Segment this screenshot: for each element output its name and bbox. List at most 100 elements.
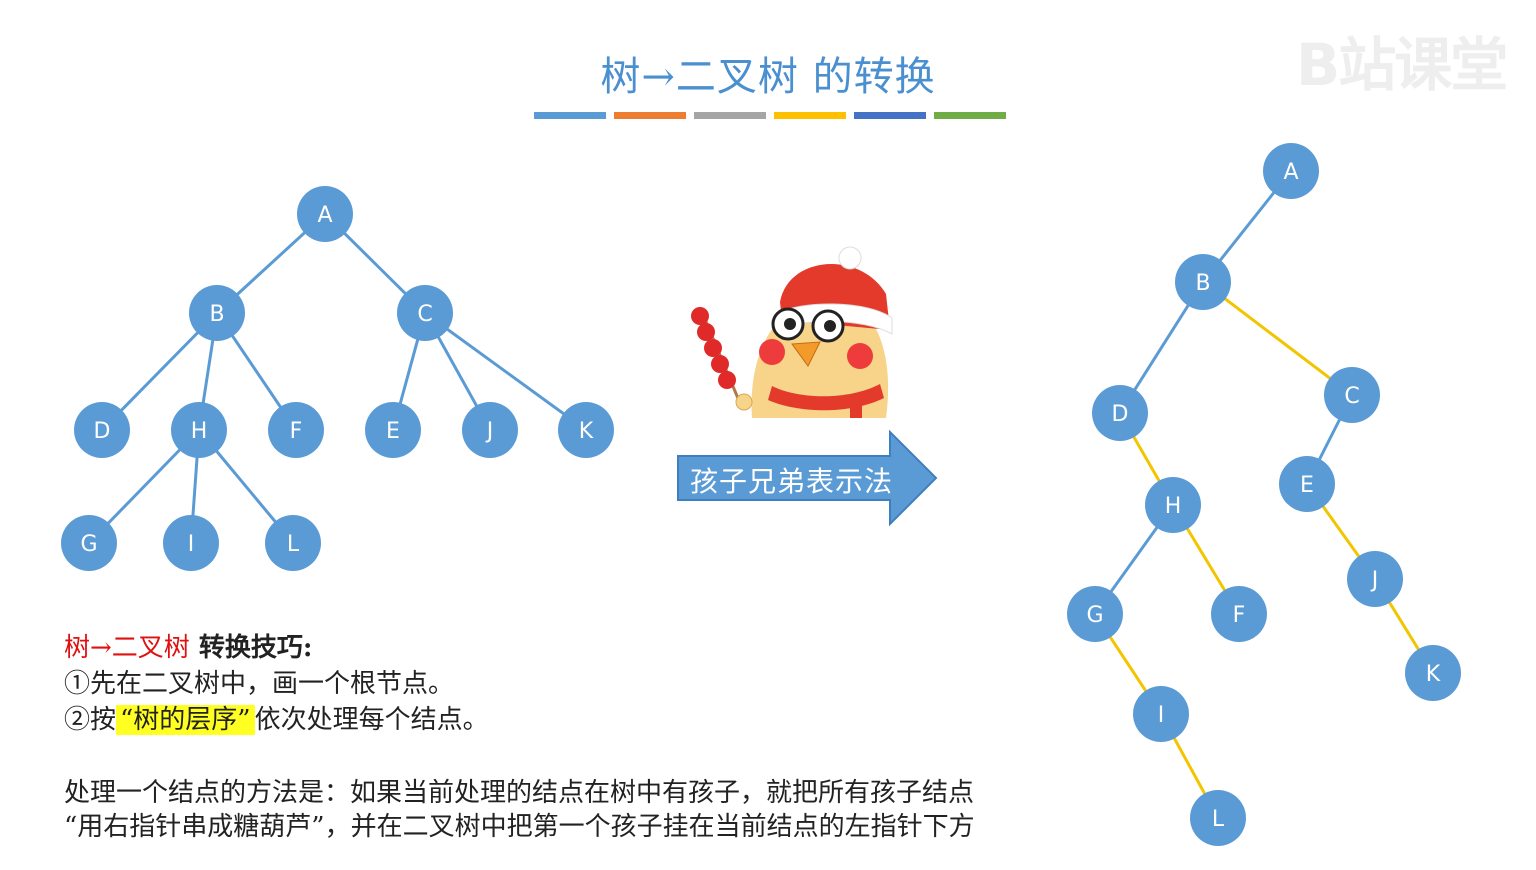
tips-step-2-highlight: “树的层序”	[116, 705, 255, 735]
binary-node-k: K	[1405, 645, 1461, 701]
node-circle	[1263, 143, 1319, 199]
tree-node-i: I	[163, 515, 219, 571]
node-circle	[1145, 477, 1201, 533]
tips-step-2: ②按“树的层序”依次处理每个结点。	[64, 702, 489, 738]
tree-node-f: F	[268, 402, 324, 458]
node-label: D	[1112, 402, 1129, 427]
watermark: B站课堂	[1296, 31, 1508, 99]
tree-node-a: A	[297, 186, 353, 242]
binary-node-f: F	[1211, 586, 1267, 642]
method-line-1: 处理一个结点的方法是：如果当前处理的结点在树中有孩子，就把所有孩子结点	[64, 778, 975, 808]
node-circle	[74, 402, 130, 458]
tree-node-b: B	[189, 285, 245, 341]
node-circle	[1175, 254, 1231, 310]
node-circle	[1405, 645, 1461, 701]
title-underline-bar	[614, 112, 686, 119]
node-circle	[1092, 385, 1148, 441]
node-label: G	[80, 532, 97, 557]
tree-node-c: C	[397, 285, 453, 341]
node-label: B	[1195, 271, 1210, 296]
node-label: B	[209, 302, 224, 327]
binary-node-c: C	[1324, 367, 1380, 423]
binary-node-i: I	[1133, 686, 1189, 742]
tips-heading-rest: 转换技巧:	[189, 633, 313, 663]
binary-node-a: A	[1263, 143, 1319, 199]
node-label: E	[1300, 473, 1314, 498]
tree-node-e: E	[365, 402, 421, 458]
node-circle	[1211, 586, 1267, 642]
node-circle	[1133, 686, 1189, 742]
title-underline-bar	[854, 112, 926, 119]
node-circle	[171, 402, 227, 458]
node-circle	[365, 402, 421, 458]
binary-node-b: B	[1175, 254, 1231, 310]
tree-node-d: D	[74, 402, 130, 458]
node-circle	[268, 402, 324, 458]
method-line-2: “用右指针串成糖葫芦”，并在二叉树中把第一个孩子挂在当前结点的左指针下方	[64, 812, 975, 842]
original-tree-edges	[87, 212, 587, 545]
node-label: J	[485, 419, 494, 444]
tree-node-k: K	[558, 402, 614, 458]
node-label: E	[386, 419, 400, 444]
node-circle	[61, 515, 117, 571]
node-label: I	[1158, 703, 1165, 728]
tips-heading: 树→二叉树 转换技巧:	[64, 630, 489, 666]
node-label: L	[1212, 807, 1225, 832]
node-label: H	[191, 419, 208, 444]
tips-heading-red: 树→二叉树	[64, 633, 190, 663]
title-underline-bar	[934, 112, 1006, 119]
binary-node-d: D	[1092, 385, 1148, 441]
title-underline-bar	[774, 112, 846, 119]
right-sibling-edge-b-c	[1202, 280, 1353, 397]
binary-node-j: J	[1347, 551, 1403, 607]
node-circle	[462, 402, 518, 458]
title-underline-bar	[694, 112, 766, 119]
tips-step-2-prefix: ②按	[64, 705, 117, 735]
node-label: F	[1233, 603, 1246, 628]
node-label: G	[1086, 603, 1103, 628]
tree-node-h: H	[171, 402, 227, 458]
node-circle	[1324, 367, 1380, 423]
node-label: A	[317, 203, 332, 228]
tree-node-l: L	[265, 515, 321, 571]
binary-node-l: L	[1190, 790, 1246, 846]
node-label: I	[188, 532, 195, 557]
node-label: C	[417, 302, 432, 327]
node-label: L	[287, 532, 300, 557]
node-circle	[397, 285, 453, 341]
node-circle	[1347, 551, 1403, 607]
title-underline-bar	[534, 112, 606, 119]
node-label: F	[290, 419, 303, 444]
node-circle	[1279, 456, 1335, 512]
node-circle	[265, 515, 321, 571]
tips-step-1: ①先在二叉树中，画一个根节点。	[64, 669, 455, 699]
conversion-tips: 树→二叉树 转换技巧: ①先在二叉树中，画一个根节点。 ②按“树的层序”依次处理…	[64, 630, 489, 738]
node-circle	[297, 186, 353, 242]
page-title: 树→二叉树 的转换	[600, 54, 936, 100]
tree-node-j: J	[462, 402, 518, 458]
node-circle	[189, 285, 245, 341]
tree-edge-c-k	[424, 311, 587, 432]
binary-node-e: E	[1279, 456, 1335, 512]
node-label: H	[1165, 494, 1182, 519]
node-label: C	[1344, 384, 1359, 409]
node-circle	[1067, 586, 1123, 642]
node-label: D	[94, 419, 111, 444]
node-label: K	[579, 419, 594, 444]
node-circle	[558, 402, 614, 458]
arrow-label: 孩子兄弟表示法	[690, 465, 894, 498]
binary-tree-nodes: A B C D H F E J K G I L	[1067, 143, 1461, 846]
node-circle	[163, 515, 219, 571]
tips-step-2-suffix: 依次处理每个结点。	[254, 705, 489, 735]
node-label: J	[1370, 568, 1379, 593]
node-label: A	[1283, 160, 1298, 185]
processing-method: 处理一个结点的方法是：如果当前处理的结点在树中有孩子，就把所有孩子结点 “用右指…	[64, 776, 975, 844]
node-label: K	[1426, 662, 1441, 687]
original-tree-nodes: A B C D H F E J K G I L	[61, 186, 614, 571]
node-circle	[1190, 790, 1246, 846]
chick-with-santa-hat-holding-candied-haws-icon	[691, 246, 893, 418]
binary-node-h: H	[1145, 477, 1201, 533]
tree-node-g: G	[61, 515, 117, 571]
conversion-arrow	[677, 429, 938, 527]
